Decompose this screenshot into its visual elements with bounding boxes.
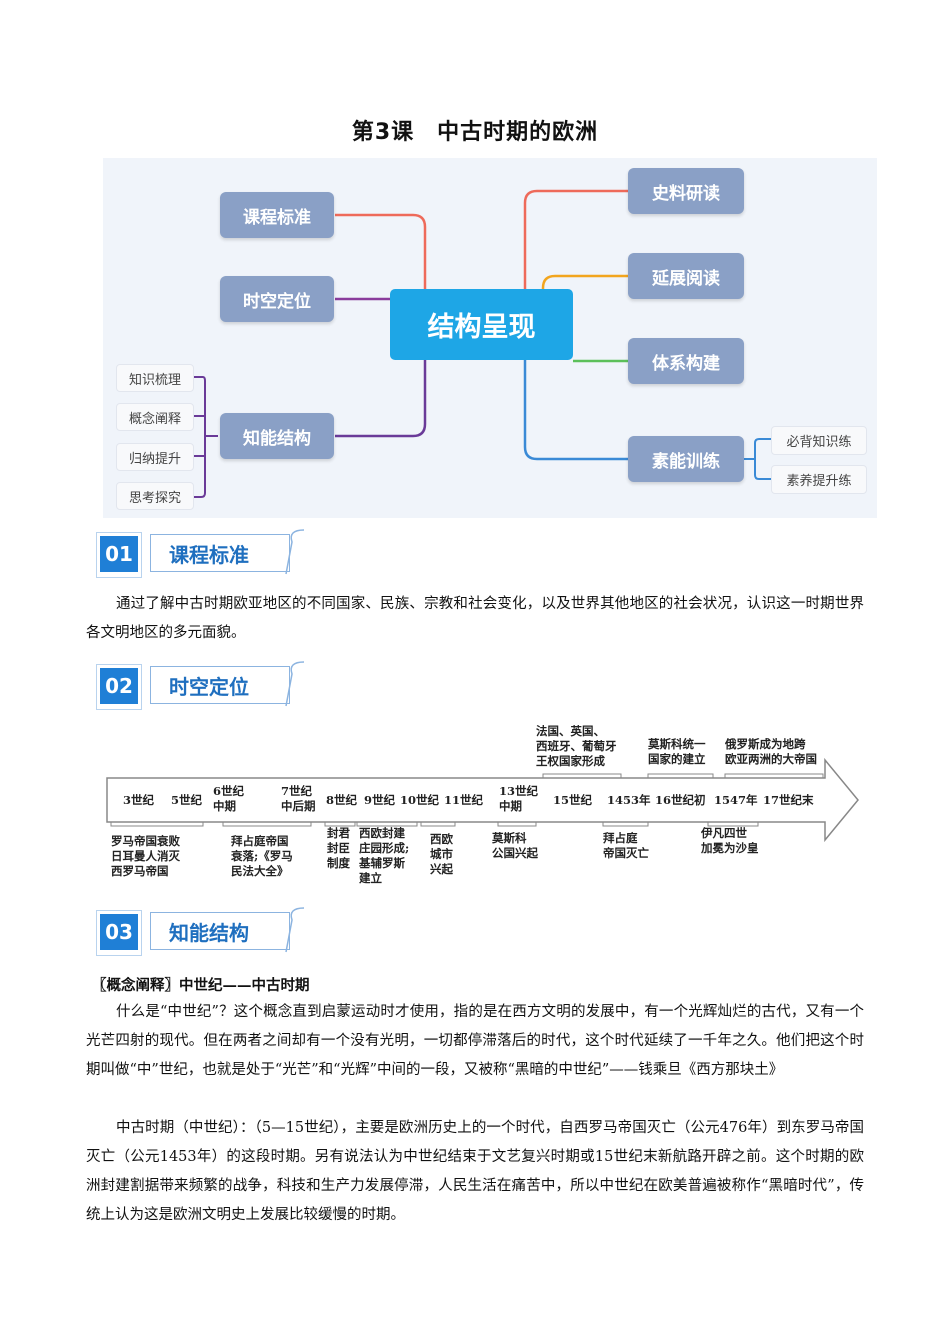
- mind-map: 结构呈现 课程标准 时空定位 知能结构 史料研读 延展阅读 体系构建 素能训练 …: [103, 158, 877, 518]
- event-below: 莫斯科 公国兴起: [492, 831, 538, 860]
- section-label: 知能结构: [150, 912, 290, 950]
- leaf-inquiry: 思考探究: [116, 482, 194, 510]
- node-course-standard: 课程标准: [220, 192, 334, 238]
- tick-label: 6世纪 中期: [213, 784, 245, 813]
- tick-label: 13世纪 中期: [499, 784, 539, 813]
- event-above: 莫斯科统一 国家的建立: [648, 737, 706, 766]
- tick-label: 16世纪初: [655, 793, 706, 807]
- event-below: 拜占庭 帝国灭亡: [603, 831, 649, 860]
- tick-label: 7世纪 中后期: [281, 784, 316, 813]
- mind-map-connectors: [193, 189, 771, 498]
- node-knowledge-structure: 知能结构: [220, 413, 334, 459]
- leaf-summary: 归纳提升: [116, 443, 194, 471]
- tick-label: 15世纪: [553, 793, 593, 807]
- concept-paragraph-1: 什么是“中世纪”？这个概念直到启蒙运动时才使用，指的是在西方文明的发展中，有一个…: [86, 1004, 864, 1078]
- tick-label: 11世纪: [444, 793, 484, 807]
- tick-label: 8世纪: [326, 793, 358, 807]
- section-number: 01: [96, 532, 142, 578]
- event-below: 西欧封建 庄园形成; 基辅罗斯 建立: [359, 826, 410, 885]
- node-extended-reading: 延展阅读: [628, 253, 744, 299]
- section-header-03: 03 知能结构: [96, 906, 310, 956]
- section-header-02: 02 时空定位: [96, 660, 310, 710]
- section-label: 课程标准: [150, 534, 290, 572]
- node-spacetime: 时空定位: [220, 276, 334, 322]
- section-header-01: 01 课程标准: [96, 528, 310, 578]
- leaf-concept-explain: 概念阐释: [116, 403, 194, 431]
- concept-heading: 〖概念阐释〗中世纪——中古时期: [92, 977, 310, 994]
- event-above: 俄罗斯成为地跨 欧亚两洲的大帝国: [725, 737, 817, 766]
- event-below: 伊凡四世 加冕为沙皇: [701, 826, 759, 855]
- decorative-curl-icon: [285, 907, 305, 953]
- timeline: 3世纪 5世纪 6世纪 中期 7世纪 中后期 8世纪 9世纪 10世纪 11世纪…: [103, 724, 863, 890]
- section-number: 02: [96, 664, 142, 710]
- node-skill-training: 素能训练: [628, 436, 744, 482]
- node-source-reading: 史料研读: [628, 168, 744, 214]
- event-below: 西欧 城市 兴起: [430, 832, 453, 876]
- tick-label: 17世纪末: [763, 793, 814, 807]
- course-standard-text: 通过了解中古时期欧亚地区的不同国家、民族、宗教和社会变化，以及世界其他地区的社会…: [86, 596, 864, 641]
- tick-label: 1453年: [607, 793, 651, 807]
- leaf-knowledge-review: 知识梳理: [116, 364, 194, 392]
- tick-label: 9世纪: [364, 793, 396, 807]
- timeline-arrow: [106, 757, 859, 843]
- decorative-curl-icon: [285, 529, 305, 575]
- event-below: 封君 封臣 制度: [327, 826, 350, 870]
- tick-label: 3世纪: [123, 793, 155, 807]
- leaf-literacy: 素养提升练: [771, 465, 867, 494]
- event-below: 罗马帝国衰败 日耳曼人消灭 西罗马帝国: [111, 834, 180, 878]
- tick-label: 5世纪: [171, 793, 203, 807]
- tick-label: 1547年: [714, 793, 758, 807]
- tick-label: 10世纪: [400, 793, 440, 807]
- leaf-must-know: 必背知识练: [771, 426, 867, 455]
- event-above: 法国、英国、 西班牙、葡萄牙 王权国家形成: [536, 724, 617, 768]
- decorative-curl-icon: [285, 661, 305, 707]
- event-below: 拜占庭帝国 衰落;《罗马 民法大全》: [231, 834, 293, 878]
- mind-map-center: 结构呈现: [390, 289, 573, 360]
- section-label: 时空定位: [150, 666, 290, 704]
- page-title: 第3课 中古时期的欧洲: [351, 120, 599, 145]
- concept-paragraph-2: 中古时期（中世纪）：（5—15世纪），主要是欧洲历史上的一个时代，自西罗马帝国灭…: [86, 1120, 864, 1223]
- section-number: 03: [96, 910, 142, 956]
- node-system-building: 体系构建: [628, 338, 744, 384]
